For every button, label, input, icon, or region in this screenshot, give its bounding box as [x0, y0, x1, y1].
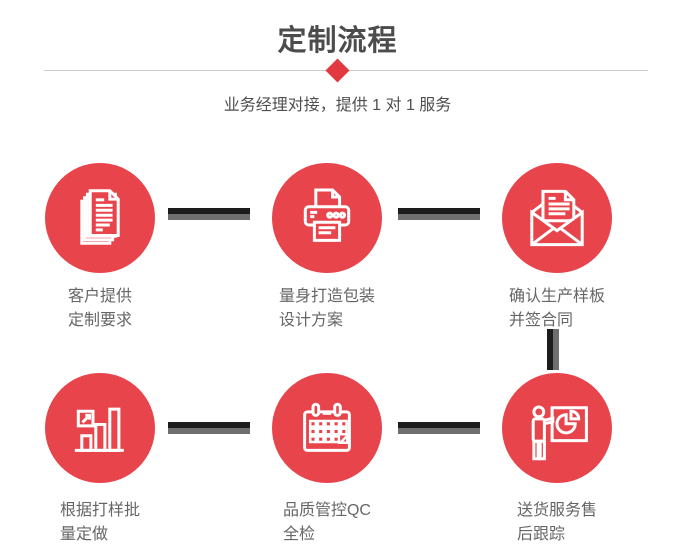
- step-2-label: 量身打造包装 设计方案: [242, 285, 412, 333]
- step-label-line: 确认生产样板: [508, 288, 605, 305]
- step-label-line: 量定做: [59, 526, 108, 543]
- step-label-line: 并签合同: [508, 312, 573, 329]
- step-5-label: 品质管控QC 全检: [242, 499, 412, 547]
- step-3-label: 确认生产样板 并签合同: [472, 285, 642, 333]
- page-title: 定制流程: [277, 25, 398, 57]
- diamond-icon: [325, 58, 350, 83]
- step-label-line: 全检: [282, 526, 315, 543]
- step-label-line: 量身打造包装: [278, 288, 375, 305]
- step-label-line: 后跟踪: [516, 526, 565, 543]
- connector-step2-step3: [398, 208, 480, 220]
- page-subtitle: 业务经理对接，提供 1 对 1 服务: [223, 97, 452, 114]
- connector-step3-step6: [547, 329, 559, 370]
- step-4-label: 根据打样批 量定做: [15, 499, 185, 547]
- connector-step1-step2: [168, 208, 250, 220]
- step-3-circle: [502, 163, 612, 273]
- step-label-line: 品质管控QC: [282, 502, 371, 519]
- step-1-circle: [45, 163, 155, 273]
- step-label-line: 根据打样批: [59, 502, 140, 519]
- connector-step4-step5: [168, 422, 250, 434]
- bar-chart-icon: [65, 393, 135, 463]
- step-6-label: 送货服务售 后跟踪: [472, 499, 642, 547]
- step-label-line: 送货服务售: [516, 502, 597, 519]
- step-6-circle: [502, 373, 612, 483]
- connector-step5-step6: [398, 422, 480, 434]
- step-label-line: 客户提供: [67, 288, 132, 305]
- calendar-icon: [292, 393, 362, 463]
- step-1-label: 客户提供 定制要求: [15, 285, 185, 333]
- step-4-circle: [45, 373, 155, 483]
- step-label-line: 设计方案: [278, 312, 343, 329]
- step-2-circle: [272, 163, 382, 273]
- step-label-line: 定制要求: [67, 312, 132, 329]
- documents-icon: [65, 183, 135, 253]
- printer-icon: [292, 183, 362, 253]
- presenter-icon: [522, 393, 592, 463]
- step-5-circle: [272, 373, 382, 483]
- open-envelope-icon: [522, 183, 592, 253]
